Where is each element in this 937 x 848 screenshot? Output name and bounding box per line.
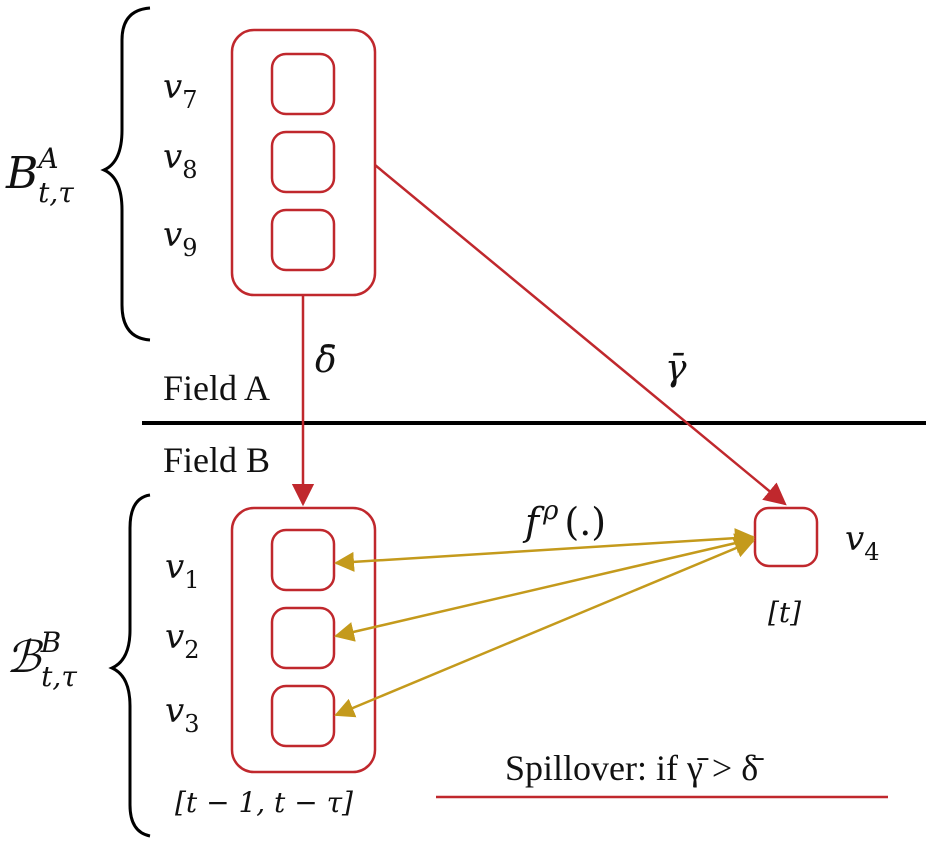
f-edge-v2 [334, 533, 755, 642]
f-edge-v1 [334, 528, 755, 572]
node-box-v7 [270, 52, 336, 116]
target-time-label: [t] [768, 596, 801, 629]
legend-text: Spillover: if γ̄ > δ̄ [505, 748, 764, 788]
group-a-container [230, 28, 377, 297]
delta-label: δ̄ [315, 340, 337, 381]
field-b-label: Field B [163, 440, 270, 480]
gamma-edge [374, 164, 787, 506]
node-label-v1: v1 [165, 547, 200, 594]
group-a-brace [100, 6, 151, 342]
node-box-v1 [270, 528, 336, 592]
node-box-v3 [270, 684, 336, 748]
node-box-v4 [753, 506, 819, 568]
field-a-label: Field A [163, 368, 270, 408]
group-b-container [230, 506, 377, 774]
node-label-v8: v8 [163, 137, 198, 184]
node-box-v9 [270, 208, 336, 272]
f-edge-v3 [334, 538, 755, 718]
node-label-v7: v7 [163, 67, 198, 114]
node-label-v9: v9 [163, 215, 198, 262]
node-label-v4: v4 [845, 519, 880, 566]
group-b-time-label: [t − 1, t − τ] [175, 786, 353, 819]
node-label-v3: v3 [165, 691, 200, 738]
group-b-brace [108, 493, 151, 838]
node-label-v2: v2 [165, 617, 200, 664]
gamma-label: γ̄ [665, 348, 687, 389]
node-box-v8 [270, 130, 336, 194]
node-box-v2 [270, 606, 336, 670]
